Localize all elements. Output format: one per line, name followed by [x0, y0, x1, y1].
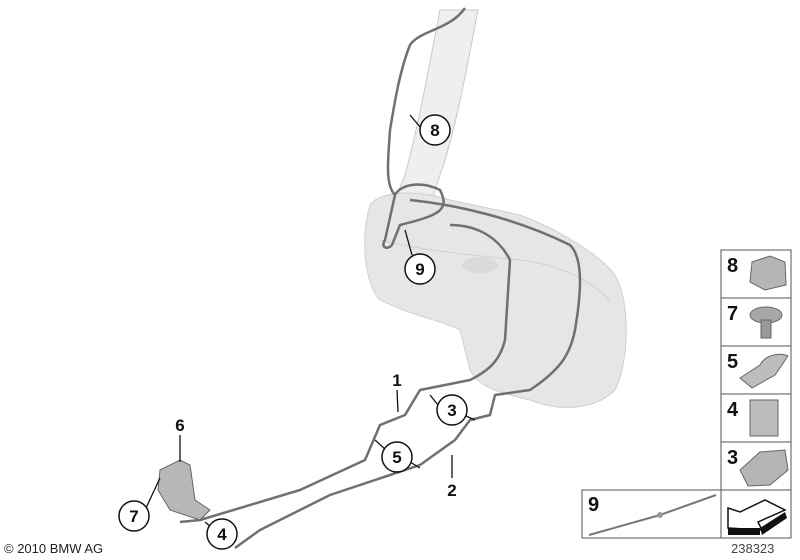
callout-6[interactable]: 6 [175, 416, 184, 435]
callout-7[interactable]: 7 [118, 500, 150, 532]
filler-neck [394, 9, 479, 206]
callout-4[interactable]: 4 [206, 518, 238, 550]
svg-text:8: 8 [430, 121, 439, 140]
pipe-8 [382, 7, 467, 249]
legend-box-8[interactable]: 8 [727, 255, 787, 291]
svg-text:4: 4 [217, 525, 227, 544]
callout-1[interactable]: 1 [392, 371, 401, 390]
pipe-2 [234, 198, 582, 550]
legend-box-9[interactable]: 9 [588, 494, 717, 536]
svg-text:7: 7 [727, 303, 738, 325]
callout-2[interactable]: 2 [447, 481, 456, 500]
callout-8[interactable]: 8 [419, 114, 451, 146]
arrow-icon[interactable] [727, 499, 787, 535]
legend-box-7[interactable]: 7 [727, 303, 783, 339]
svg-text:4: 4 [727, 399, 739, 421]
pipes [179, 7, 582, 550]
callout-3[interactable]: 3 [436, 394, 468, 426]
svg-text:9: 9 [415, 260, 424, 279]
svg-text:3: 3 [447, 401, 456, 420]
legend-box-3[interactable]: 3 [727, 447, 789, 487]
bracket-6 [157, 459, 211, 521]
svg-text:3: 3 [727, 447, 738, 469]
legend-box-5[interactable]: 5 [727, 351, 789, 389]
copyright-text: © 2010 BMW AG [4, 541, 104, 556]
legend-box-4[interactable]: 4 [727, 399, 779, 437]
svg-text:5: 5 [392, 448, 401, 467]
callout-5[interactable]: 5 [381, 441, 413, 473]
svg-text:5: 5 [727, 351, 738, 373]
diagram-number: 238323 [731, 541, 775, 556]
svg-text:8: 8 [727, 255, 738, 277]
svg-text:9: 9 [588, 494, 599, 516]
svg-text:7: 7 [129, 507, 138, 526]
fuel-tank [364, 192, 627, 408]
callout-9[interactable]: 9 [404, 253, 436, 285]
pipe-1 [179, 223, 512, 524]
